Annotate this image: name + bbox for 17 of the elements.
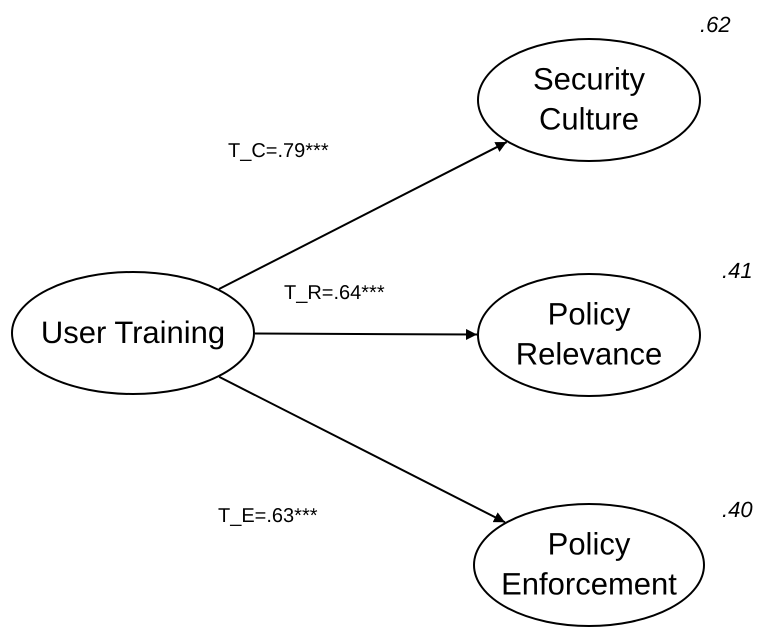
arrow bbox=[218, 141, 508, 290]
node-label: Security Culture bbox=[532, 60, 646, 139]
arrow bbox=[218, 376, 506, 524]
ellipse-node bbox=[473, 503, 705, 627]
r-squared-value: .41 bbox=[722, 258, 753, 284]
r-squared-value: .40 bbox=[722, 497, 753, 523]
node-label: Policy Relevance bbox=[514, 296, 664, 374]
r-squared-value: .62 bbox=[700, 12, 731, 38]
edge-label: T_R=.64*** bbox=[282, 282, 387, 305]
ellipse-node bbox=[477, 38, 701, 162]
ellipse-node bbox=[11, 271, 255, 395]
ellipse-node bbox=[477, 273, 701, 397]
node-label: Policy Enforcement bbox=[500, 526, 678, 604]
arrow bbox=[255, 328, 477, 340]
node-label: User Training bbox=[40, 314, 226, 352]
edge-label: T_C=.79*** bbox=[226, 140, 331, 163]
edge-label: T_E=.63*** bbox=[216, 505, 320, 528]
